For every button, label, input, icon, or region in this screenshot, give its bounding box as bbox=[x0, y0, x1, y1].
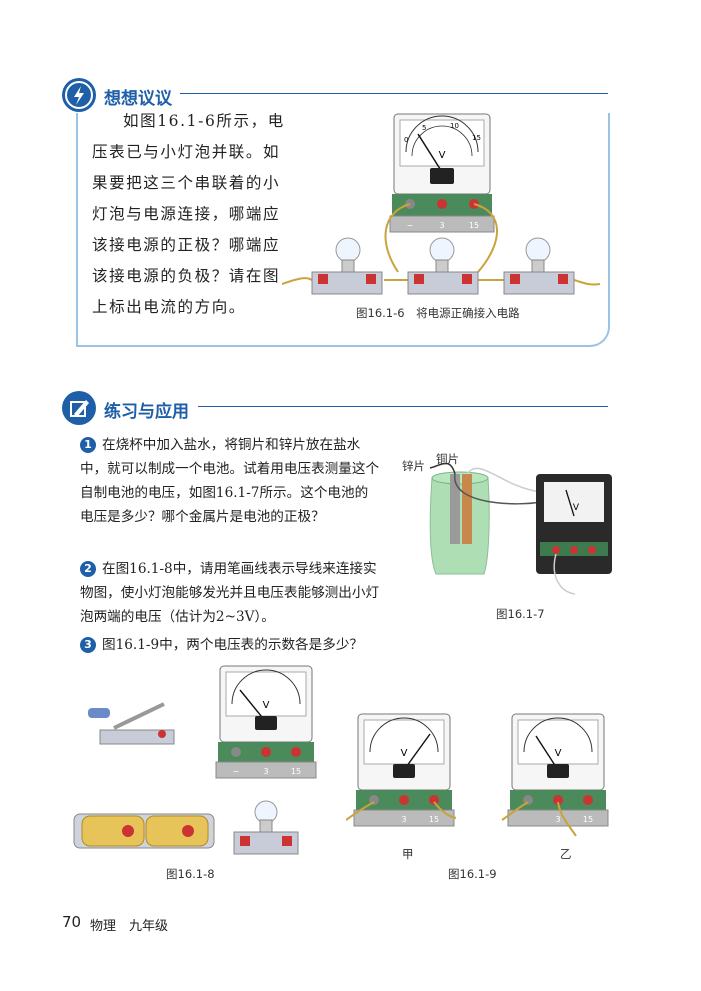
think-text: 如图16.1-6所示，电压表已与小灯泡并联。如果要把这三个串联着的小灯泡与电源连… bbox=[92, 112, 285, 316]
page-number: 70 bbox=[62, 913, 82, 931]
switch-knife bbox=[88, 702, 175, 745]
zinc-plate-label: 锌片 bbox=[402, 459, 425, 473]
meter-label-jia: 甲 bbox=[402, 847, 414, 861]
think-box bbox=[76, 113, 610, 347]
terminal-minus-fig8: − bbox=[233, 767, 240, 776]
meter-label-yi: 乙 bbox=[560, 847, 572, 861]
terminal-minus-fig6: − bbox=[407, 221, 414, 230]
exercise-text-1: 在烧杯中加入盐水，将铜片和锌片放在盐水中，就可以制成一个电池。试着用电压表测量这… bbox=[80, 437, 380, 525]
voltmeter-fig7 bbox=[536, 474, 612, 574]
think-header-rule bbox=[180, 93, 608, 94]
figure-16-1-9-caption: 图16.1-9 bbox=[448, 867, 497, 881]
footer-book-title: 物理 九年级 bbox=[90, 919, 169, 934]
bulb-right bbox=[503, 237, 575, 295]
terminal-3-fig8: 3 bbox=[263, 767, 268, 776]
figure-16-1-7-beaker-battery: V bbox=[429, 462, 612, 595]
exercise-text-2: 在图16.1-8中，请用笔画线表示导线来连接实物图，使小灯泡能够发光并且电压表能… bbox=[80, 561, 380, 625]
figure-16-1-6-caption: 图16.1-6 将电源正确接入电路 bbox=[356, 306, 520, 320]
voltmeter-unit-yi: V bbox=[555, 748, 562, 759]
terminal-15-fig8: 15 bbox=[291, 767, 301, 776]
terminal-15-yi: 15 bbox=[583, 815, 593, 824]
voltmeter-unit-fig6: V bbox=[439, 150, 446, 161]
figure-16-1-6-circuit: V 0 5 10 15 − 3 15 bbox=[282, 113, 601, 295]
exercise-number-3: 3 bbox=[80, 637, 96, 653]
practice-section-title: 练习与应用 bbox=[104, 402, 189, 422]
bulb-left bbox=[311, 237, 383, 295]
voltmeter-jia bbox=[346, 713, 457, 827]
figure-16-1-7-caption: 图16.1-7 bbox=[496, 607, 545, 621]
terminal-15-fig6: 15 bbox=[469, 221, 479, 230]
terminal-3-yi: 3 bbox=[555, 815, 560, 824]
figure-16-1-9-meters: V V 3 15 3 15 bbox=[346, 713, 609, 837]
terminal-15-jia: 15 bbox=[429, 815, 439, 824]
voltmeter-unit-fig8: V bbox=[263, 700, 270, 711]
lightbulb-idea-icon bbox=[62, 78, 96, 112]
meter-tick-5-fig6: 5 bbox=[422, 124, 426, 132]
voltmeter-fig8 bbox=[215, 665, 317, 779]
copper-plate-label: 铜片 bbox=[436, 452, 459, 466]
figure-16-1-8-components: V − 3 15 bbox=[73, 665, 317, 855]
exercise-number-2: 2 bbox=[80, 561, 96, 577]
exercise-number-1: 1 bbox=[80, 437, 96, 453]
exercise-text-3: 图16.1-9中，两个电压表的示数各是多少？ bbox=[102, 637, 364, 653]
terminal-3-fig6: 3 bbox=[439, 221, 444, 230]
meter-tick-15-fig6: 15 bbox=[472, 134, 481, 142]
think-section-title: 想想议议 bbox=[104, 89, 172, 109]
meter-tick-10-fig6: 10 bbox=[450, 122, 459, 130]
voltmeter-unit-fig7: V bbox=[573, 503, 580, 513]
bulb-fig8 bbox=[233, 800, 299, 855]
exercise-3: 3 图16.1-9中，两个电压表的示数各是多少？ bbox=[80, 633, 380, 657]
voltmeter-fig6 bbox=[389, 113, 495, 233]
bulb-middle bbox=[407, 237, 479, 295]
think-paragraph: 如图16.1-6所示，电压表已与小灯泡并联。如果要把这三个串联着的小灯泡与电源连… bbox=[92, 106, 297, 323]
battery-pack bbox=[73, 813, 215, 849]
voltmeter-unit-jia: V bbox=[401, 748, 408, 759]
book-pencil-icon bbox=[62, 391, 96, 425]
practice-header-rule bbox=[198, 406, 608, 407]
terminal-3-jia: 3 bbox=[401, 815, 406, 824]
figure-16-1-8-caption: 图16.1-8 bbox=[166, 867, 215, 881]
meter-tick-0-fig6: 0 bbox=[404, 136, 408, 144]
voltmeter-yi bbox=[501, 713, 609, 837]
